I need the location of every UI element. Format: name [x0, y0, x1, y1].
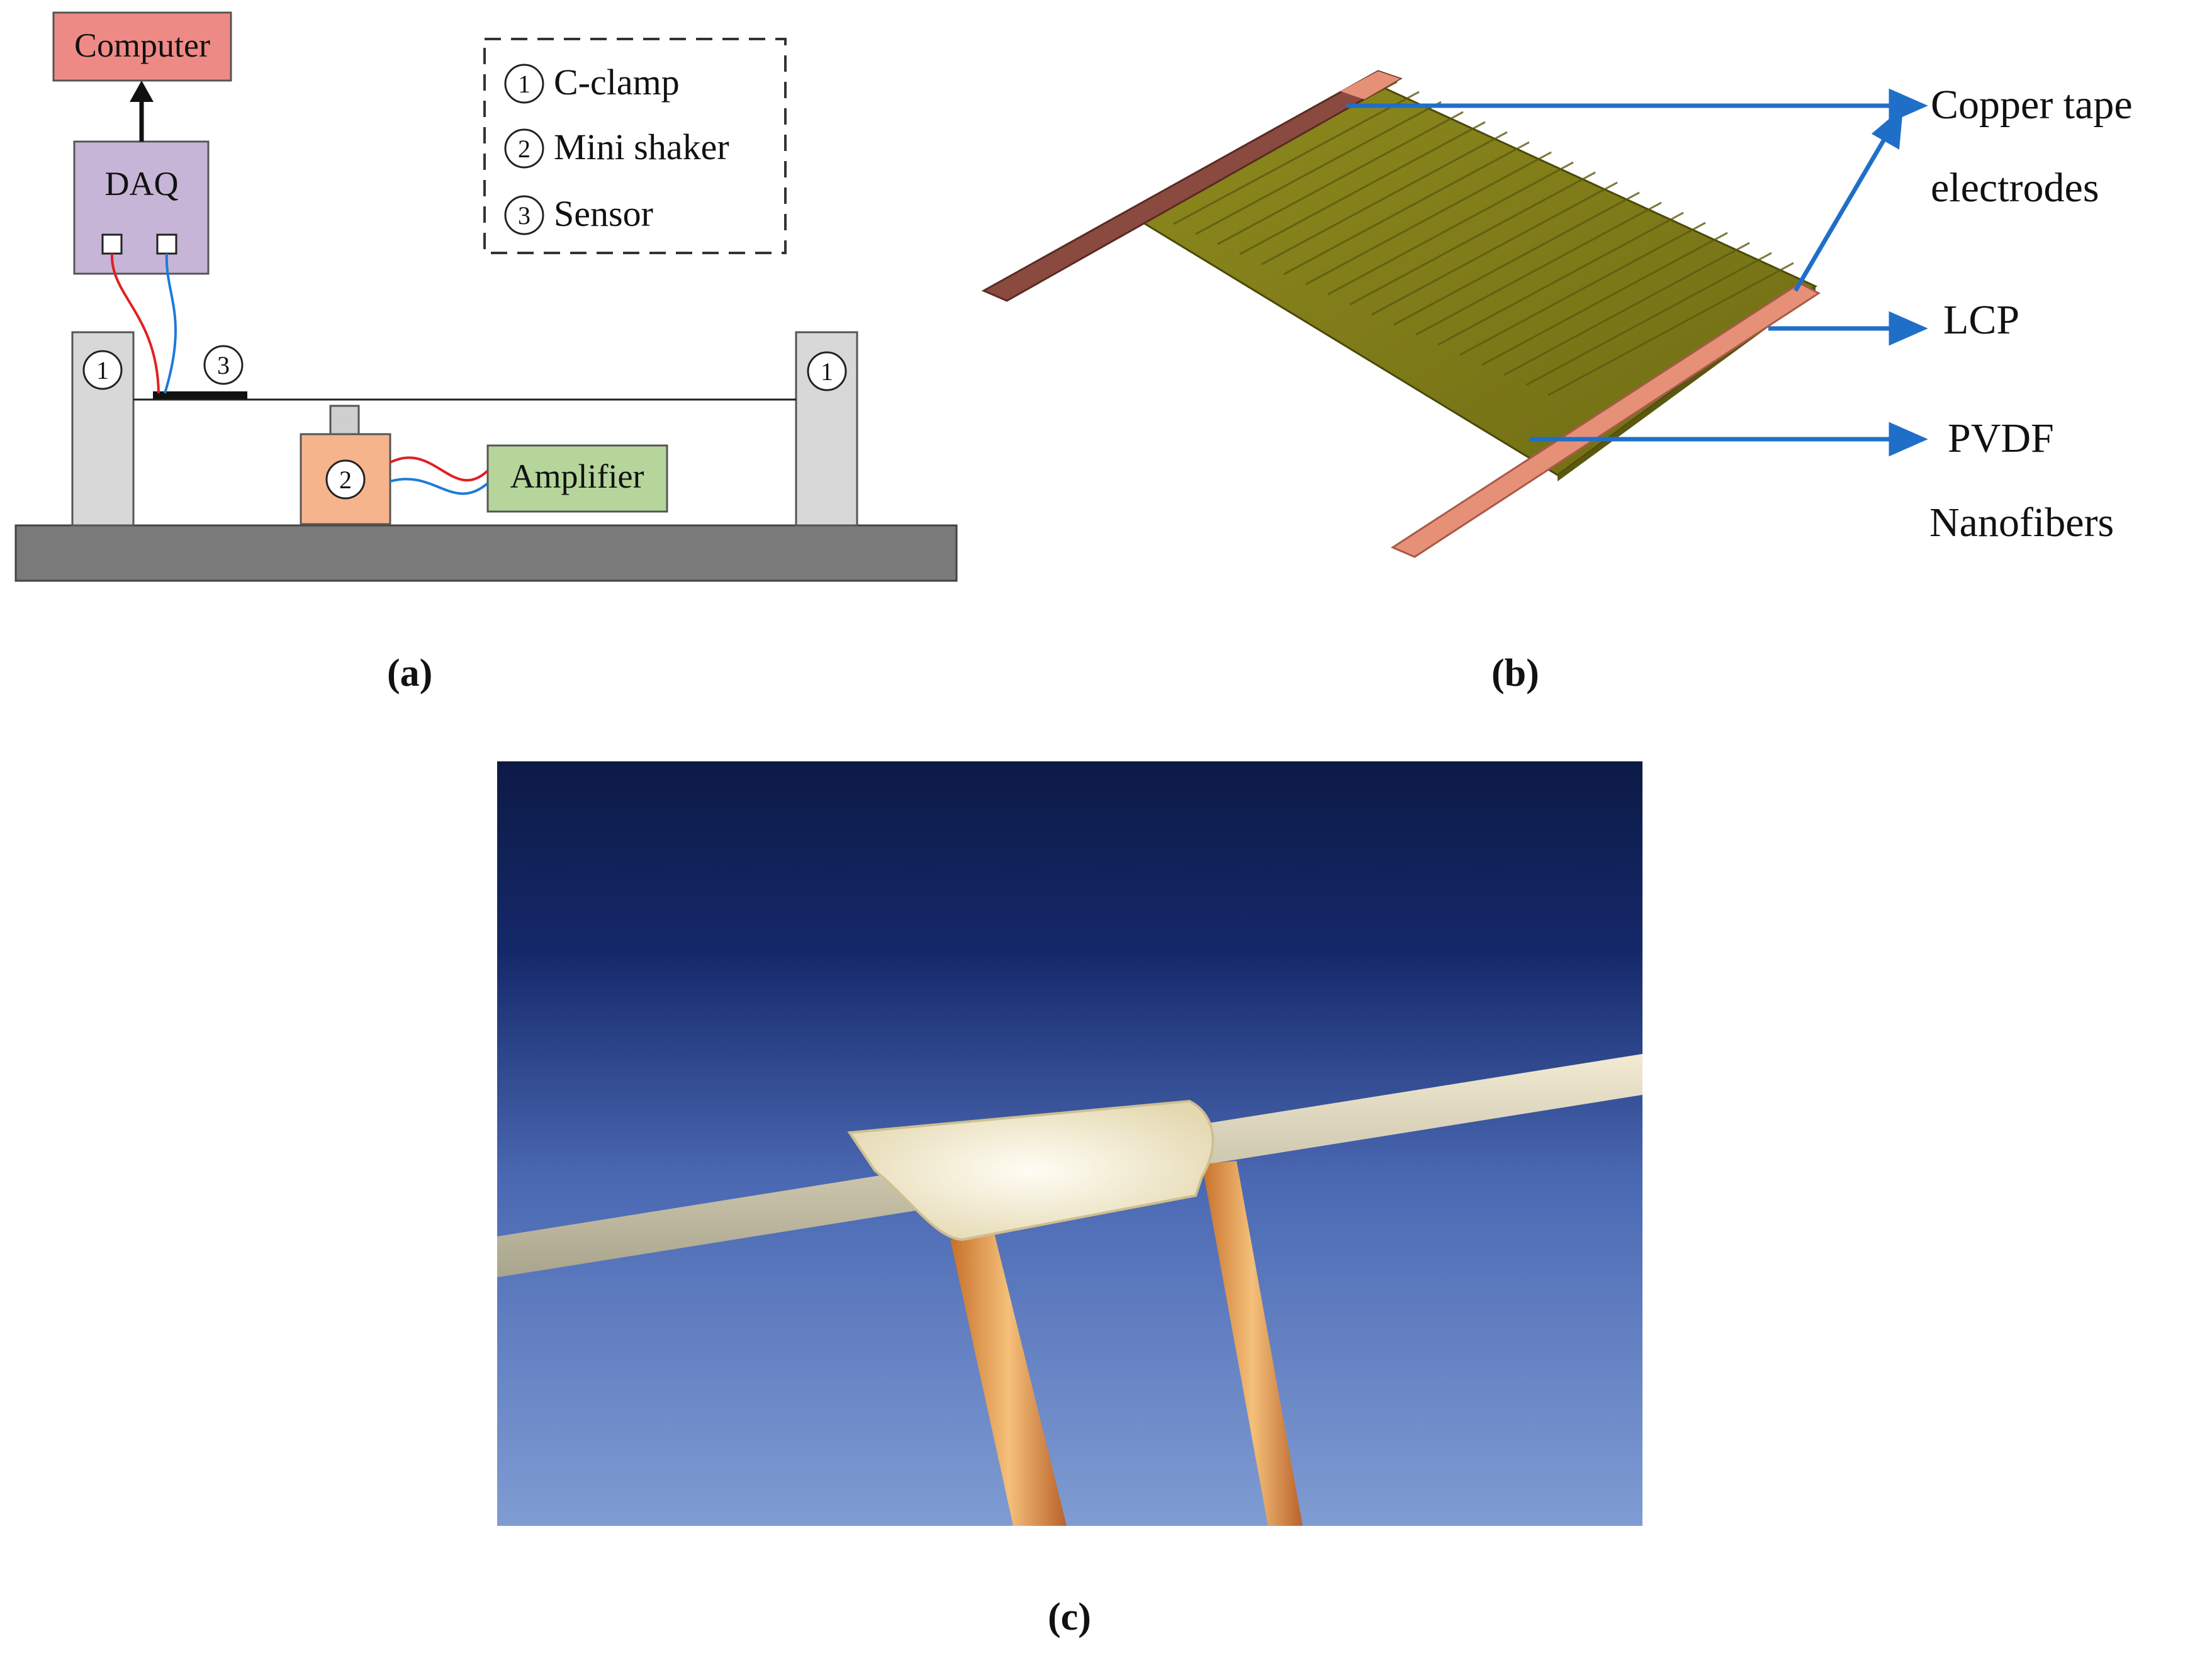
arrow-pvdf-icon — [1889, 422, 1928, 457]
base-plate — [14, 524, 958, 582]
daq-port-right — [156, 233, 177, 255]
lcp-film — [1137, 87, 1817, 476]
legend-num-3: 3 — [518, 201, 531, 230]
arrow-to-computer-icon — [130, 81, 154, 102]
computer-label: Computer — [74, 26, 210, 64]
amplifier-label: Amplifier — [510, 457, 644, 495]
photo-sensor-patch — [847, 1099, 1215, 1241]
legend-num-1: 1 — [518, 70, 531, 98]
computer-box — [52, 11, 232, 82]
panel-a-diagram: 1 1 3 2 Amplifier DAQ Computer 1 C-clamp… — [14, 11, 958, 582]
label-pvdf: PVDF — [1948, 415, 2054, 461]
copper-tape-electrode-front — [1390, 282, 1821, 558]
caption-a: (a) — [387, 652, 433, 695]
legend-box — [483, 38, 787, 254]
caption-b: (b) — [1491, 652, 1539, 695]
legend-num-2: 2 — [518, 135, 531, 163]
daq-port-left — [101, 233, 123, 255]
sensor-marker: 3 — [217, 351, 230, 379]
photo-copper-lead-right — [1202, 1161, 1303, 1526]
label-lcp: LCP — [1943, 297, 2019, 343]
amplifier-box — [486, 444, 668, 513]
legend-text-1: C-clamp — [554, 62, 680, 103]
legend-text-2: Mini shaker — [554, 126, 729, 167]
photo-copper-lead-left — [950, 1233, 1067, 1526]
shaker-marker: 2 — [339, 466, 352, 494]
daq-label: DAQ — [105, 165, 179, 203]
sensor-photo — [497, 761, 1642, 1526]
label-copper-tape: Copper tape — [1931, 82, 2133, 128]
clamp-left-marker: 1 — [96, 356, 109, 384]
sensor-patch — [153, 391, 247, 399]
shaker-stinger — [329, 405, 360, 435]
arrow-lcp-icon — [1889, 311, 1928, 346]
legend-text-3: Sensor — [554, 193, 653, 234]
arrow-copper-front-icon — [1871, 106, 1904, 150]
panel-b-diagram: Copper tape electrodes LCP PVDF Nanofibe… — [981, 70, 2133, 558]
label-nanofibers: Nanofibers — [1929, 500, 2114, 546]
label-electrodes: electrodes — [1931, 165, 2099, 211]
clamp-right-marker: 1 — [821, 357, 833, 386]
daq-box — [73, 140, 210, 275]
caption-c: (c) — [1048, 1596, 1091, 1638]
